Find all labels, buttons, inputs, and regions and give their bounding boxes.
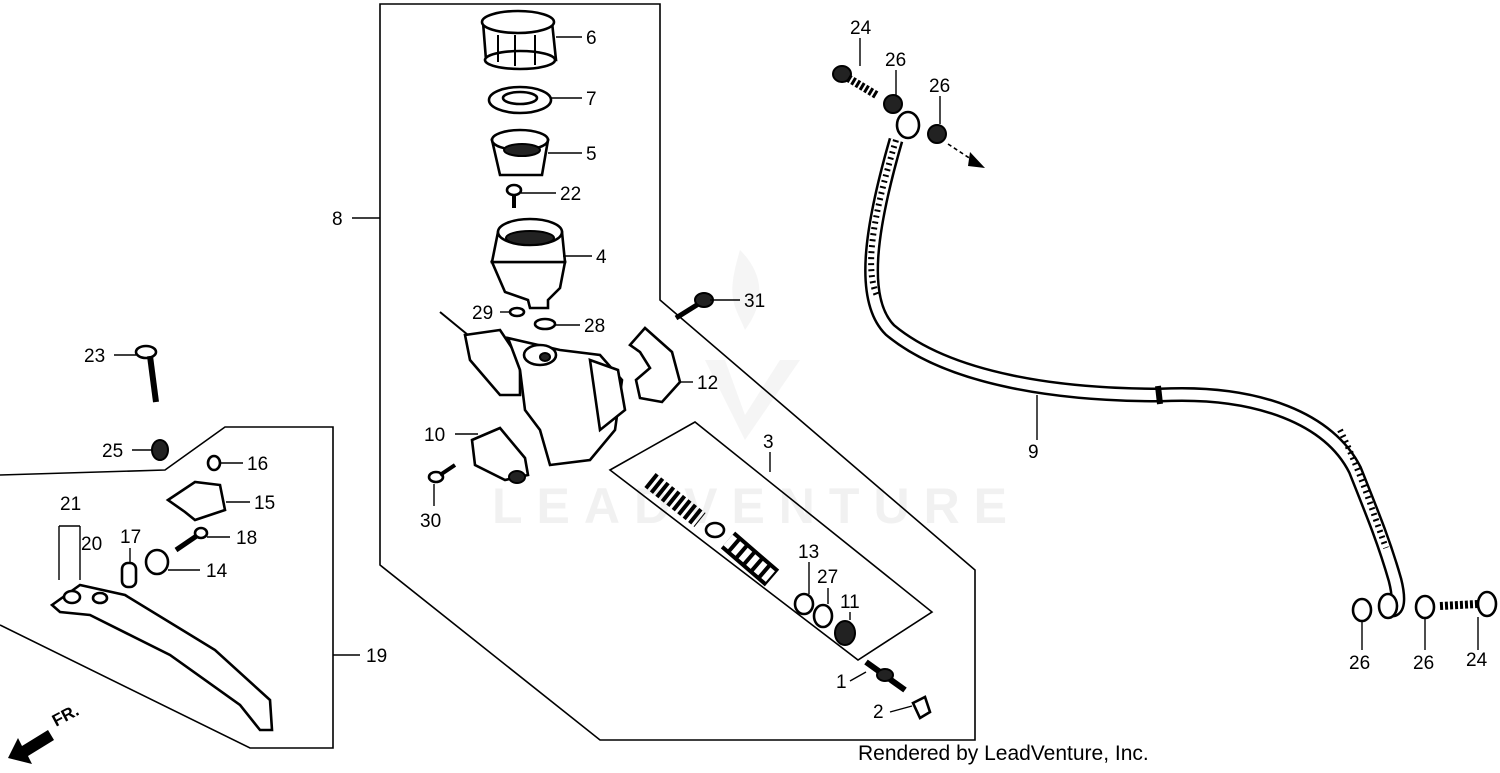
upper-sealing-washer-2 xyxy=(927,124,947,144)
callout-18: 18 xyxy=(236,528,257,549)
callout-19: 19 xyxy=(366,646,387,667)
callout-17: 17 xyxy=(120,527,141,548)
callout-27: 27 xyxy=(817,567,838,588)
boot xyxy=(793,592,815,616)
upper-banjo-bolt xyxy=(832,65,881,100)
callout-26-lower-1: 26 xyxy=(1349,653,1370,674)
callout-5: 5 xyxy=(586,144,597,165)
screw xyxy=(505,183,523,208)
callout-7: 7 xyxy=(586,89,597,110)
piston-boot xyxy=(834,620,856,646)
brake-switch xyxy=(470,426,530,484)
callout-29: 29 xyxy=(472,303,493,324)
callout-16: 16 xyxy=(247,454,268,475)
callout-21: 21 xyxy=(60,494,81,515)
lower-sealing-washer-2 xyxy=(1414,594,1436,620)
callout-labels: 6 7 5 22 8 4 29 28 31 12 23 10 3 25 16 1… xyxy=(60,18,1488,723)
reservoir xyxy=(490,217,567,310)
front-direction-arrow xyxy=(8,730,54,764)
lever-collar xyxy=(120,561,138,589)
callout-25: 25 xyxy=(102,441,123,462)
switch-screw xyxy=(427,463,457,484)
lever-pivot-bolt xyxy=(134,344,159,403)
callout-6: 6 xyxy=(586,28,597,49)
diaphragm-plate xyxy=(487,85,553,115)
brake-lever xyxy=(49,583,274,732)
push-rod xyxy=(864,659,907,693)
holder-clamp xyxy=(628,326,682,404)
lever-group-outline xyxy=(0,426,334,749)
adjuster-bracket xyxy=(165,480,227,522)
callout-2: 2 xyxy=(873,702,884,723)
callout-8: 8 xyxy=(332,209,343,230)
render-credit: Rendered by LeadVenture, Inc. xyxy=(858,742,1149,765)
watermark-text: LEADVENTURE xyxy=(492,478,1021,534)
callout-3: 3 xyxy=(763,432,774,453)
master-cylinder-body xyxy=(439,311,627,467)
lever-pivot-nut xyxy=(151,439,169,461)
callout-26-upper-1: 26 xyxy=(885,50,906,71)
piston-spring xyxy=(644,472,706,528)
callout-11: 11 xyxy=(840,592,860,613)
piston-cup xyxy=(704,521,726,539)
callout-14: 14 xyxy=(206,561,228,582)
diaphragm xyxy=(490,128,550,177)
callout-1: 1 xyxy=(836,672,847,693)
callout-31: 31 xyxy=(744,291,765,312)
callout-12: 12 xyxy=(697,373,718,394)
adjuster-knob xyxy=(144,548,170,576)
adjuster-pin xyxy=(174,526,209,553)
callout-15: 15 xyxy=(254,493,275,514)
callout-24-upper: 24 xyxy=(850,18,872,39)
o-ring-small xyxy=(508,306,526,318)
callout-22: 22 xyxy=(560,184,581,205)
upper-sealing-washer-1 xyxy=(883,94,903,114)
leader-lines xyxy=(58,36,1479,713)
callout-30: 30 xyxy=(420,511,441,532)
lower-banjo-bolt xyxy=(1439,590,1498,618)
callout-20: 20 xyxy=(81,534,102,555)
brake-hose xyxy=(864,110,1406,620)
callout-24-lower: 24 xyxy=(1466,650,1488,671)
callout-26-lower-2: 26 xyxy=(1413,653,1434,674)
adjuster-spring-screw xyxy=(206,454,222,472)
callout-28: 28 xyxy=(584,316,605,337)
callout-10: 10 xyxy=(424,425,445,446)
lever-pivot-hole xyxy=(62,589,82,605)
callout-9: 9 xyxy=(1028,442,1039,463)
circlip xyxy=(812,603,834,629)
holder-bolt xyxy=(674,292,714,321)
piston-kit-group-outline xyxy=(608,421,934,661)
callout-4: 4 xyxy=(596,247,607,268)
reservoir-cap xyxy=(480,9,558,71)
lever-adjuster-hole xyxy=(91,591,109,605)
callout-26-upper-2: 26 xyxy=(929,76,950,97)
push-rod-joint xyxy=(911,695,932,720)
callout-23: 23 xyxy=(84,346,105,367)
piston xyxy=(720,531,780,587)
callout-13: 13 xyxy=(798,542,819,563)
o-ring-large xyxy=(533,317,557,331)
master-cylinder-group-outline xyxy=(379,3,976,741)
lower-sealing-washer-1 xyxy=(1351,597,1373,623)
flow-arrow-head xyxy=(968,152,985,168)
